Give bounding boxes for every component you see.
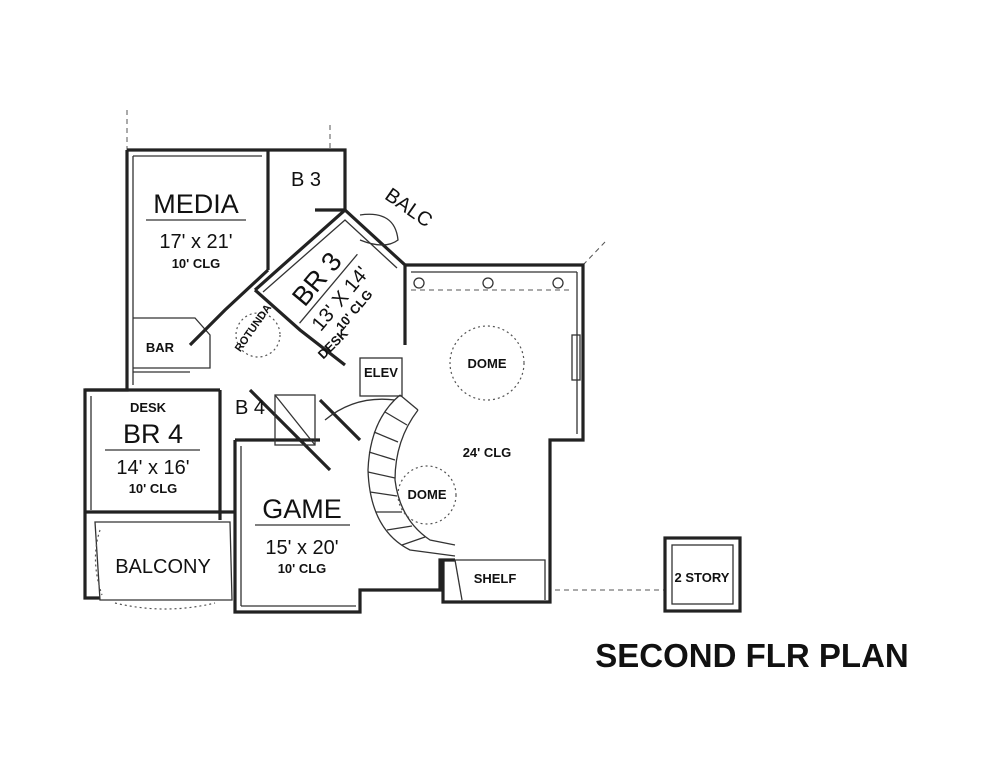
room-labels: MEDIA 17' x 21' 10' CLG B 3 BALC BR 3 13… bbox=[105, 169, 730, 586]
balcony-label: BALCONY bbox=[115, 556, 211, 578]
br4-size: 14' x 16' bbox=[116, 457, 189, 479]
bath4-label: B 4 bbox=[235, 397, 265, 419]
bath3-label: B 3 bbox=[291, 169, 321, 191]
desk-br4-label: DESK bbox=[130, 400, 167, 415]
two-story-label: 2 STORY bbox=[675, 570, 730, 585]
br4-name: BR 4 bbox=[123, 419, 183, 449]
guide-lines bbox=[126, 110, 665, 591]
dome-main-label: DOME bbox=[468, 356, 507, 371]
game-size: 15' x 20' bbox=[265, 537, 338, 559]
walls bbox=[83, 148, 742, 614]
dome-outline bbox=[449, 325, 525, 401]
rotunda-label: ROTUNDA bbox=[233, 302, 274, 354]
plan-title: SECOND FLR PLAN bbox=[595, 637, 909, 674]
balc-label: BALC bbox=[381, 184, 436, 232]
rotunda-outline bbox=[235, 312, 281, 358]
br4-ceiling: 10' CLG bbox=[129, 481, 178, 496]
bar-label: BAR bbox=[146, 340, 175, 355]
elev-label: ELEV bbox=[364, 365, 398, 380]
dome-stair-label: DOME bbox=[408, 487, 447, 502]
game-ceiling: 10' CLG bbox=[278, 561, 327, 576]
media-ceiling: 10' CLG bbox=[172, 256, 221, 271]
media-size: 17' x 21' bbox=[159, 231, 232, 253]
game-name: GAME bbox=[262, 494, 342, 524]
media-name: MEDIA bbox=[153, 189, 239, 219]
ceiling-details bbox=[235, 213, 570, 525]
open-area-ceiling: 24' CLG bbox=[463, 445, 512, 460]
shelf-label: SHELF bbox=[474, 571, 517, 586]
stair-dome-outline bbox=[397, 465, 457, 525]
